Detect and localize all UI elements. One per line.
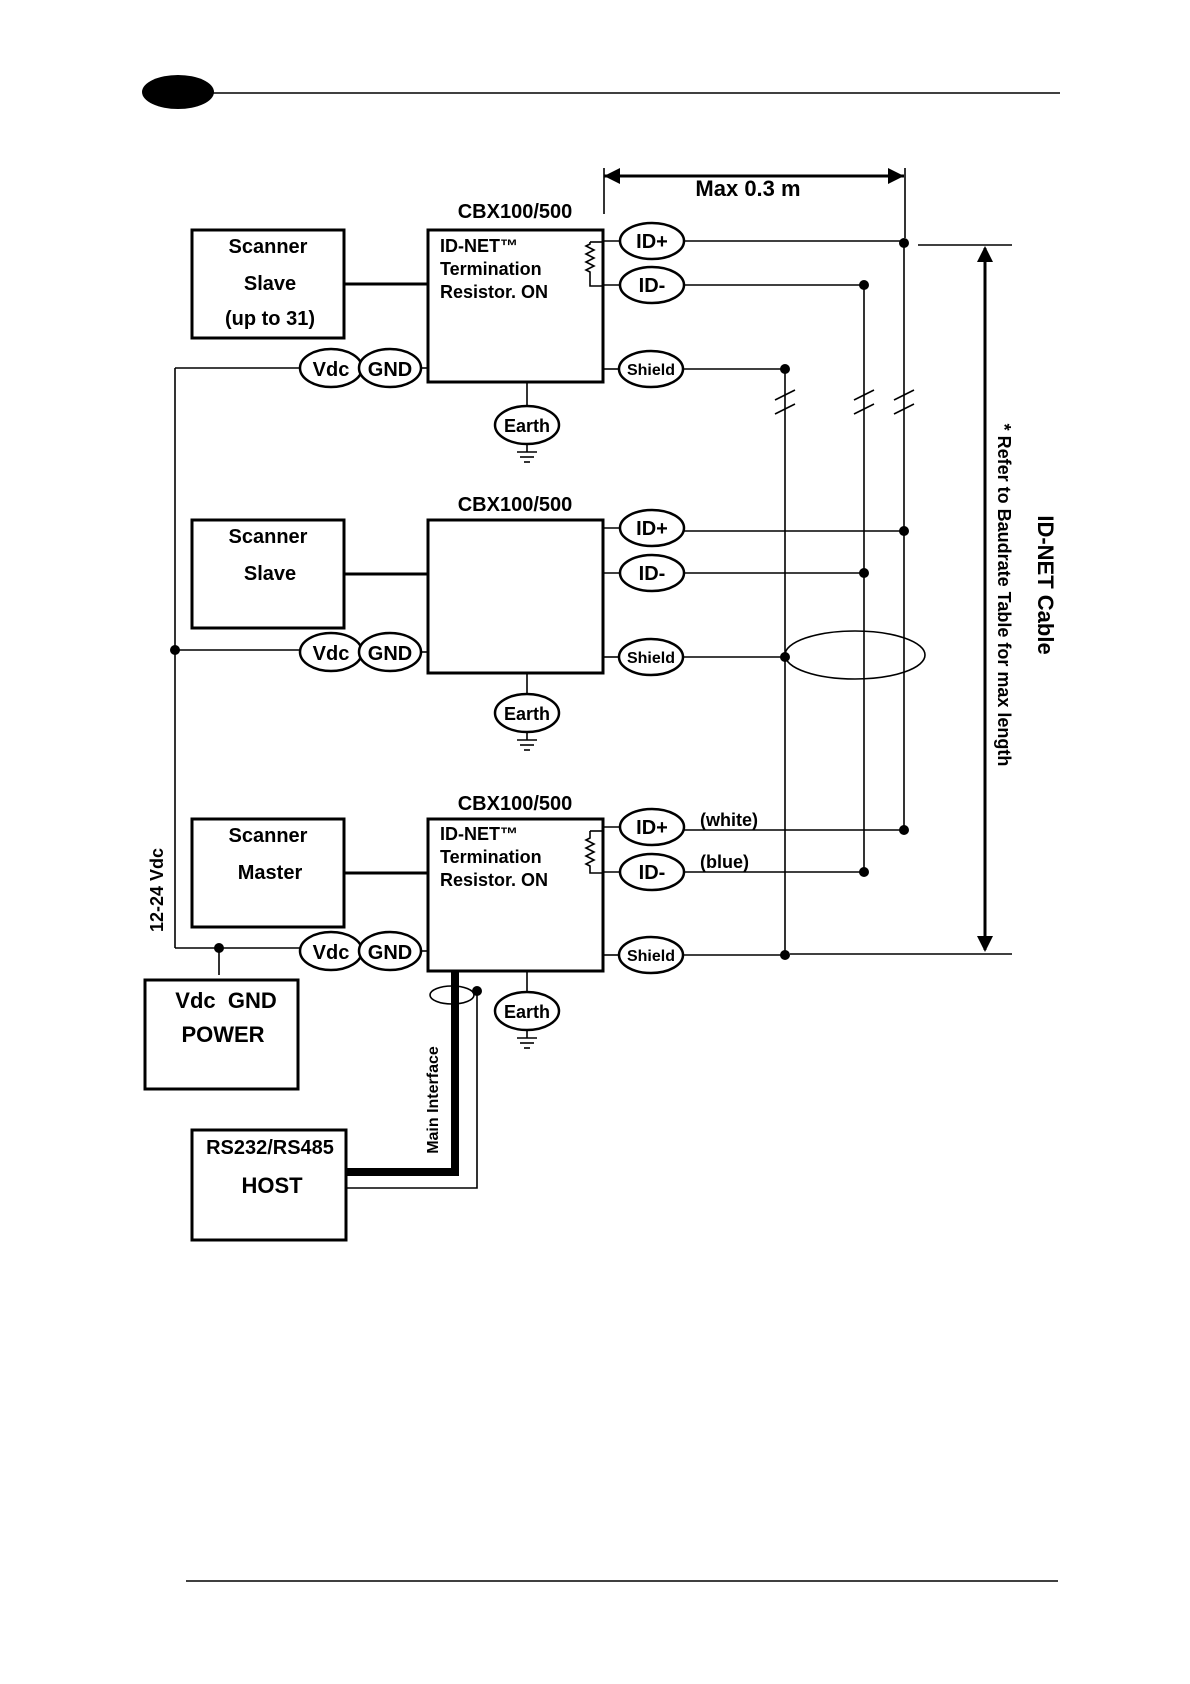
termination-top-line3: Resistor. ON [440, 282, 548, 302]
host-box [190, 1128, 348, 1242]
host: RS232/RS485 HOST [190, 1128, 348, 1242]
power-wires: 12-24 Vdc [147, 367, 300, 975]
vdc-label-mid: Vdc [313, 643, 350, 665]
gnd-label-top: GND [368, 359, 412, 381]
host-box-line2: HOST [241, 1173, 303, 1198]
white-wire-label: (white) [700, 810, 758, 830]
max-distance-dimension: Max 0.3 m [603, 168, 906, 238]
power-supply: Vdc GND POWER [143, 978, 300, 1091]
idnet-cable-label: ID-NET Cable [1033, 515, 1058, 654]
idplus-label-bottom: ID+ [636, 817, 668, 839]
idplus-label-top: ID+ [636, 231, 668, 253]
earth-label-bottom: Earth [504, 1002, 550, 1022]
main-interface-cable [346, 971, 459, 1176]
scanner-slave-top-box [190, 228, 346, 340]
main-interface-label: Main Interface [425, 1046, 442, 1154]
scanner-slave-mid-line1: Scanner [229, 526, 308, 548]
termination-top-line1: ID-NET™ [440, 236, 518, 256]
idplus-label-mid: ID+ [636, 518, 668, 540]
chapter-tab-mark [142, 75, 214, 109]
earth-label-mid: Earth [504, 704, 550, 724]
idminus-label-bottom: ID- [639, 862, 666, 884]
termination-bottom-line3: Resistor. ON [440, 870, 548, 890]
scanner-master-box [190, 817, 346, 929]
termination-top-line2: Termination [440, 259, 542, 279]
max-distance-label: Max 0.3 m [695, 176, 800, 201]
earth-ground-icon-bottom [517, 1030, 537, 1049]
idminus-label-top: ID- [639, 275, 666, 297]
idminus-label-mid: ID- [639, 563, 666, 585]
power-voltage-label: 12-24 Vdc [147, 848, 167, 932]
shield-label-top: Shield [627, 362, 675, 379]
vdc-label-bottom: Vdc [313, 942, 350, 964]
idnet-cable-dimension: ID-NET Cable * Refer to Baudrate Table f… [790, 244, 1058, 955]
gnd-label-bottom: GND [368, 942, 412, 964]
power-box-line2: POWER [181, 1022, 264, 1047]
cbx-label-mid: CBX100/500 [458, 494, 573, 516]
termination-bottom-line1: ID-NET™ [440, 824, 518, 844]
cbx-box-mid [426, 518, 605, 675]
resistor-symbol-top [584, 242, 603, 287]
scanner-master-line1: Scanner [229, 825, 308, 847]
gnd-label-mid: GND [368, 643, 412, 665]
shield-label-bottom: Shield [627, 948, 675, 965]
earth-ground-icon-top [517, 444, 537, 463]
blue-wire-label: (blue) [700, 852, 749, 872]
vdc-label-top: Vdc [313, 359, 350, 381]
scanner-slave-mid-box [190, 518, 346, 630]
baudrate-note: * Refer to Baudrate Table for max length [994, 424, 1014, 767]
earth-label-top: Earth [504, 416, 550, 436]
scanner-slave-top-line1: Scanner [229, 236, 308, 258]
shield-label-mid: Shield [627, 650, 675, 667]
scanner-slave-mid-line2: Slave [244, 563, 296, 585]
cbx-label-top: CBX100/500 [458, 201, 573, 223]
earth-ground-icon-mid [517, 732, 537, 751]
cbx-box-bottom [426, 817, 605, 973]
power-box-line1: Vdc GND [175, 988, 276, 1013]
node-slave-mid: Scanner Slave CBX100/500 ID+ ID- Shield … [190, 494, 909, 751]
cbx-label-bottom: CBX100/500 [458, 793, 573, 815]
scanner-slave-top-line3: (up to 31) [225, 308, 315, 330]
node-slave-top: Scanner Slave (up to 31) CBX100/500 ID-N… [190, 201, 909, 463]
termination-bottom-line2: Termination [440, 847, 542, 867]
bus-wires [774, 243, 926, 954]
resistor-symbol-bottom [584, 831, 603, 874]
cbx-box-top [426, 228, 605, 384]
scanner-master-line2: Master [238, 862, 303, 884]
host-box-line1: RS232/RS485 [206, 1137, 334, 1159]
power-box [143, 978, 300, 1091]
scanner-slave-top-line2: Slave [244, 273, 296, 295]
node-master: Scanner Master CBX100/500 ID-NET™ Termin… [190, 793, 909, 1189]
